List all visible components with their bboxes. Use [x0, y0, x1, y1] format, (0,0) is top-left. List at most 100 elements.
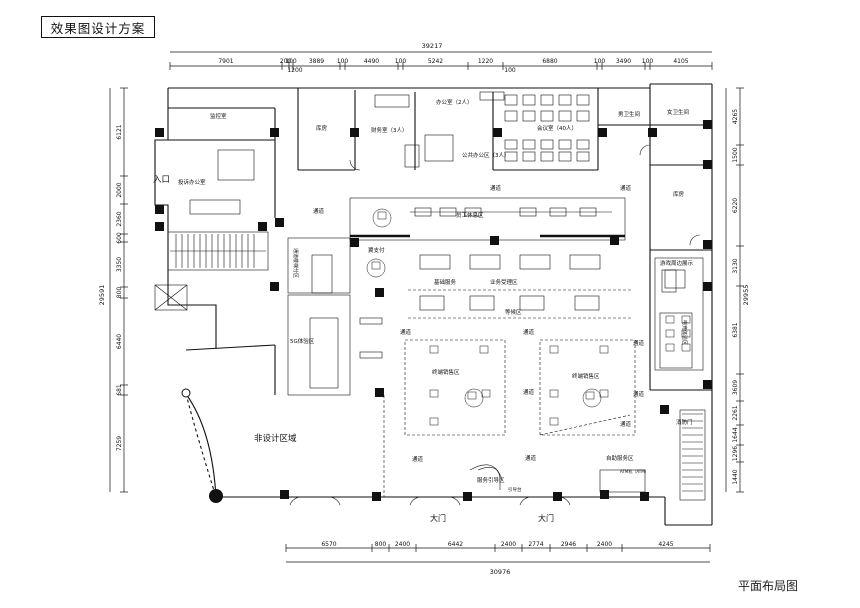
label-public-office: 公共办公区（3人） [462, 151, 510, 159]
label-non-design: 非设计区域 [254, 433, 297, 444]
dim-right-seg: 3130 [732, 258, 739, 273]
dim-right-seg: 6220 [732, 198, 739, 213]
dim-top-seg: 100 [285, 58, 297, 65]
room-labels: 监控室 库房 财务室（3人） 办公室（2人） 公共办公区（3人） 会议室（40人… [178, 98, 694, 493]
label-wing-pay: 翼支付 [368, 246, 385, 254]
dim-top-seg: 5242 [428, 58, 443, 65]
dim-left-seg: 600 [116, 232, 123, 244]
dim-top-extra: 100 [504, 67, 516, 74]
label-stair-zone: 通道楼梯分区 [292, 248, 299, 278]
dim-top-seg: 100 [594, 58, 606, 65]
label-corridor-1: 通道 [490, 184, 502, 192]
dim-bottom-total: 30976 [490, 568, 511, 576]
label-waiting-area: 等候区 [505, 308, 522, 316]
label-corridor-5: 通道 [523, 328, 535, 336]
label-corridor-6: 通道 [633, 339, 645, 347]
dim-bottom-seg: 2400 [597, 541, 612, 548]
label-meeting-room: 会议室（40人） [537, 124, 577, 132]
label-corridor-8: 通道 [523, 388, 535, 396]
label-terminal-sales-1: 终端销售区 [432, 368, 460, 376]
dim-left-seg: 800 [116, 287, 123, 299]
label-female-wc: 女卫生间 [667, 108, 689, 116]
dim-top-seg: 100 [337, 58, 349, 65]
label-corridor-9: 通道 [620, 420, 632, 428]
dim-top-seg: 100 [395, 58, 407, 65]
label-male-wc: 男卫生间 [618, 110, 640, 118]
dim-top-seg: 6880 [542, 58, 557, 65]
dim-right-seg: 3609 [732, 380, 739, 395]
dim-right-seg: 2261 [732, 405, 739, 420]
dim-top-seg: 100 [642, 58, 654, 65]
round-column-small [181, 388, 191, 398]
label-5g-area: 5G体验区 [290, 337, 315, 345]
label-complaint-office: 投诉办公室 [178, 178, 206, 186]
dim-bottom-seg: 2400 [395, 541, 410, 548]
label-hall-service: 基础服务 [434, 278, 457, 286]
dim-bottom-seg: 6570 [321, 541, 336, 548]
dim-left-seg: 681 [116, 384, 123, 396]
dim-left-seg: 6121 [116, 124, 123, 139]
dim-left-seg: 2360 [116, 211, 123, 226]
label-atm: ATM机（ATM） [620, 468, 649, 474]
structural-columns [155, 120, 712, 501]
label-corridor-11: 通道 [525, 454, 537, 462]
dim-bottom-seg: 2774 [528, 541, 543, 548]
major-labels: 入口 非设计区域 大门 大门 [153, 175, 554, 523]
label-staff-rest: 员工休息区 [456, 211, 484, 219]
dim-top-seg: 4490 [364, 58, 379, 65]
dim-top-seg: 1220 [478, 58, 493, 65]
dim-right-seg: 6381 [732, 322, 739, 337]
label-finance-room: 财务室（3人） [371, 126, 408, 134]
exterior-walls [154, 83, 713, 526]
drawing-caption: 平面布局图 [738, 579, 799, 593]
dim-right-seg: 1440 [732, 469, 739, 484]
dim-left-seg: 7259 [116, 436, 123, 451]
label-self-service: 自助服务区 [606, 454, 634, 462]
label-office-2: 办公室（2人） [436, 98, 473, 106]
label-corridor-4: 通道 [400, 328, 412, 336]
dim-bottom-seg: 6442 [448, 541, 463, 548]
dim-top-seg: 7901 [218, 58, 233, 65]
label-entrance: 入口 [153, 175, 170, 185]
label-storage-1: 库房 [316, 124, 328, 132]
label-monitor-room: 监控室 [210, 112, 227, 120]
dim-bottom-seg: 2400 [501, 541, 516, 548]
label-storage-2: 库房 [673, 190, 685, 198]
label-guide-desk: 引导台 [508, 486, 522, 493]
dim-top-total: 39217 [422, 42, 443, 50]
dim-right-seg: 4265 [732, 109, 739, 124]
dim-left-total: 29591 [98, 285, 106, 306]
label-gate-1: 大门 [430, 513, 446, 523]
label-fire-door: 消防门 [676, 418, 693, 426]
dim-right-total: 29955 [742, 285, 750, 306]
dim-bottom-seg: 4245 [658, 541, 673, 548]
label-terminal-sales-2: 终端销售区 [572, 372, 600, 380]
round-column [209, 489, 223, 503]
dim-top-extra: 1200 [287, 67, 302, 74]
dim-left-seg: 3350 [116, 257, 123, 272]
dim-left-seg: 2000 [116, 182, 123, 197]
dim-right-seg: 1500 [732, 147, 739, 162]
label-corridor-7: 通道 [633, 390, 645, 398]
label-corridor-10: 通道 [412, 455, 424, 463]
dim-top-seg: 4105 [673, 58, 688, 65]
interior-partitions [154, 91, 706, 506]
dim-right-seg: 1644 [732, 427, 739, 442]
dimension-lines [109, 51, 744, 563]
dim-left-seg: 6440 [116, 334, 123, 349]
label-game-display: 游戏周边展示 [660, 259, 694, 267]
dim-bottom-seg: 2946 [561, 541, 576, 548]
label-corridor-2: 通道 [620, 184, 632, 192]
dim-top-seg: 3889 [309, 58, 324, 65]
label-esports: 电竞体验区 [681, 320, 688, 345]
dim-top-seg: 200 [280, 58, 292, 65]
dim-right-seg: 1296 [732, 446, 739, 461]
label-gate-2: 大门 [538, 513, 554, 523]
dim-bottom-seg: 800 [375, 541, 387, 548]
label-business-acceptance: 业务受理区 [490, 278, 518, 286]
furniture [366, 208, 691, 426]
label-corridor-3: 通道 [313, 207, 325, 215]
label-service-guide: 服务引导区 [477, 476, 505, 484]
